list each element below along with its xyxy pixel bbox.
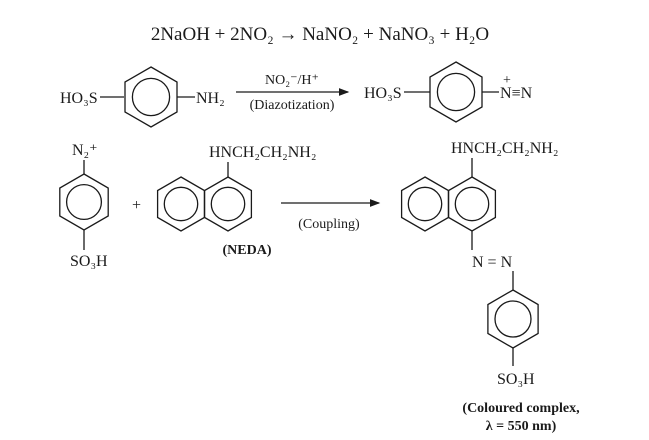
benzene-ring-diazonium bbox=[429, 61, 483, 123]
aromatic-circle bbox=[210, 186, 246, 222]
neda-substituent-label: HNCH₂CH₂NH₂ bbox=[209, 144, 316, 161]
caption-line-2: λ = 550 nm) bbox=[486, 419, 557, 434]
diazonium-group-label: N≡N bbox=[500, 85, 533, 102]
diazonium-top-label: N₂⁺ bbox=[72, 142, 98, 159]
aromatic-circle bbox=[65, 183, 103, 221]
hexagon bbox=[429, 61, 483, 123]
azo-group-label: N = N bbox=[472, 254, 513, 271]
sulfonic-group-label: HO₃S bbox=[60, 90, 98, 107]
positive-charge: + bbox=[503, 73, 511, 88]
plus-sign: + bbox=[132, 197, 141, 214]
aromatic-circle bbox=[163, 186, 199, 222]
product-sulfonic-label: HO₃S bbox=[364, 85, 402, 102]
neda-label: (NEDA) bbox=[223, 243, 272, 258]
hexagon bbox=[203, 176, 253, 232]
naphthalene-left-ring bbox=[156, 176, 206, 232]
naphthalene-right-ring bbox=[203, 176, 253, 232]
aromatic-circle bbox=[494, 300, 532, 338]
product-substituent-label: HNCH₂CH₂NH₂ bbox=[451, 140, 558, 157]
aromatic-circle bbox=[436, 72, 476, 112]
product-naphthalene-left-ring bbox=[400, 176, 450, 232]
diazonium-bottom-label: SO₃H bbox=[70, 253, 108, 270]
reagent-label: NO₂⁻/H⁺ bbox=[265, 73, 319, 88]
benzene-ring-sulfanilic bbox=[124, 66, 178, 128]
coupling-label: (Coupling) bbox=[298, 217, 360, 232]
product-benzene-ring bbox=[487, 289, 539, 349]
product-bottom-label: SO₃H bbox=[497, 371, 535, 388]
product-naphthalene-right-ring bbox=[447, 176, 497, 232]
aromatic-circle bbox=[131, 77, 171, 117]
nitrite-equation: 2NaOH + 2NO₂ → NaNO₂ + NaNO₃ + H₂O bbox=[151, 24, 489, 45]
hexagon bbox=[124, 66, 178, 128]
amine-group-label: NH₂ bbox=[196, 90, 225, 107]
diazotization-label: (Diazotization) bbox=[250, 98, 335, 113]
aromatic-circle bbox=[454, 186, 490, 222]
benzene-ring-diazonium-salt bbox=[59, 173, 109, 231]
caption-line-1: (Coloured complex, bbox=[462, 401, 579, 416]
aromatic-circle bbox=[407, 186, 443, 222]
